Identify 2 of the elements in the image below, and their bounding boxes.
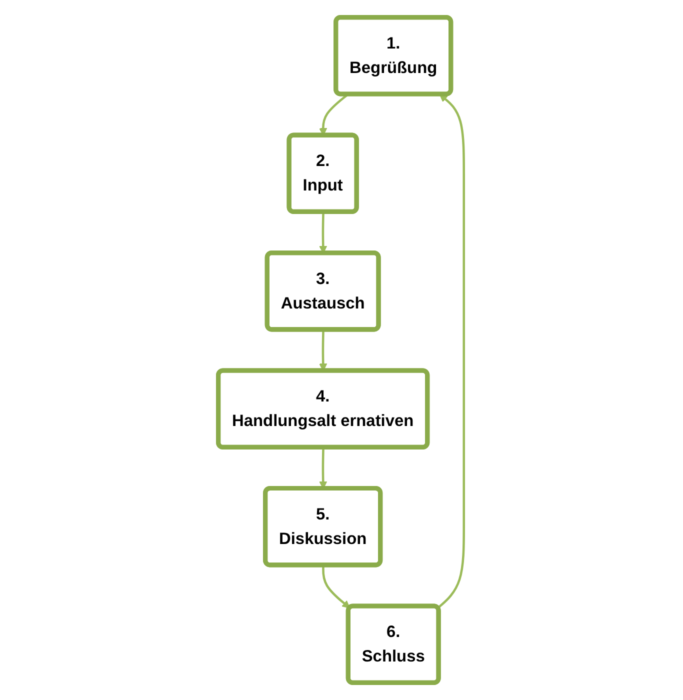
- arrow: [322, 565, 351, 608]
- arrow: [438, 94, 466, 609]
